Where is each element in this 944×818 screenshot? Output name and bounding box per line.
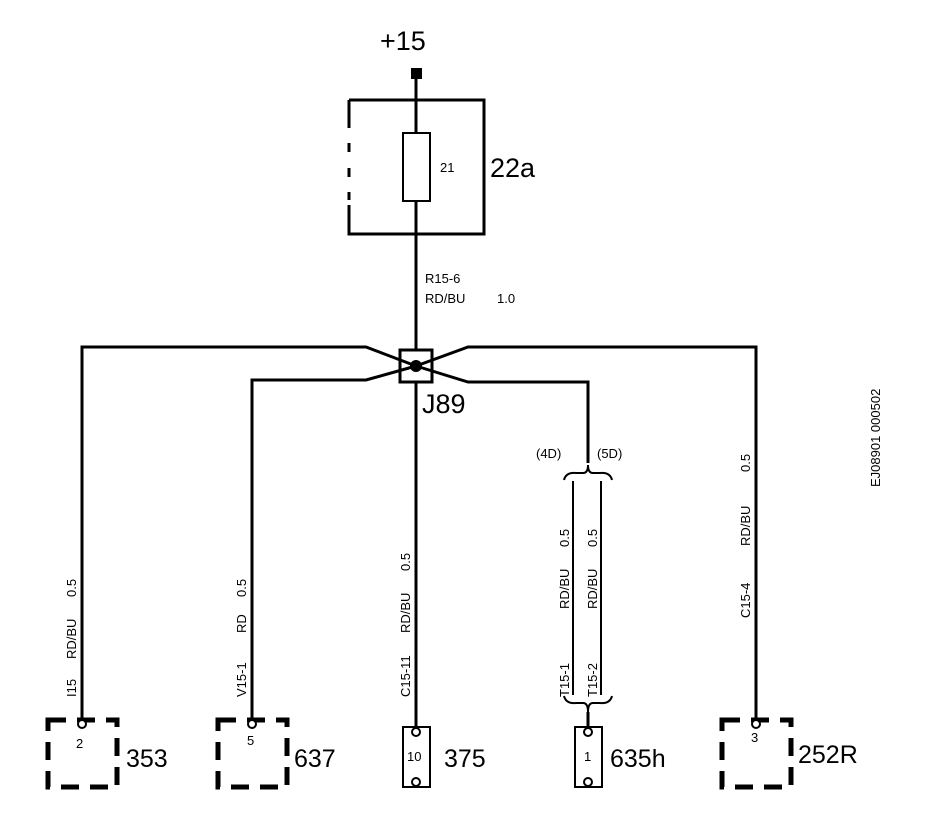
splice-brace-top xyxy=(563,464,613,481)
component-637: 637 xyxy=(294,745,336,773)
svg-text:RD/BU: RD/BU xyxy=(585,569,600,609)
main-wire-size: 1.0 xyxy=(497,291,515,306)
svg-text:0.5: 0.5 xyxy=(398,553,413,571)
drawing-id: EJ08901 000502 xyxy=(868,389,883,487)
wire-v15-1 xyxy=(250,364,417,722)
component-353: 353 xyxy=(126,745,168,773)
junction-label: J89 xyxy=(422,389,466,419)
fuse-symbol xyxy=(402,132,431,202)
component-252r: 252R xyxy=(798,741,858,769)
fuse-box xyxy=(347,98,486,236)
wire-label-i15: I15 RD/BU 0.5 xyxy=(64,579,79,697)
main-wire-color: RD/BU xyxy=(425,291,465,306)
connector-637 xyxy=(215,717,290,790)
component-375: 375 xyxy=(444,745,486,773)
svg-text:RD: RD xyxy=(234,614,249,633)
pin-635h: 1 xyxy=(584,749,591,764)
wire-label-t15-1: T15-1 RD/BU 0.5 xyxy=(557,529,572,697)
svg-text:0.5: 0.5 xyxy=(64,579,79,597)
pin-252r: 3 xyxy=(751,730,758,745)
connector-635h xyxy=(574,726,603,788)
pin-353: 2 xyxy=(76,736,83,751)
splice-label-right: (5D) xyxy=(597,446,622,461)
svg-text:C15-11: C15-11 xyxy=(398,655,413,697)
svg-text:0.5: 0.5 xyxy=(738,454,753,472)
wire-label-v15-1: V15-1 RD 0.5 xyxy=(234,579,249,697)
svg-text:0.5: 0.5 xyxy=(585,529,600,547)
fuse-number: 21 xyxy=(440,160,454,175)
svg-text:RD/BU: RD/BU xyxy=(398,593,413,633)
wire-label-t15-2: T15-2 RD/BU 0.5 xyxy=(585,529,600,697)
svg-text:RD/BU: RD/BU xyxy=(557,569,572,609)
wire-label-c15-4: C15-4 RD/BU 0.5 xyxy=(738,454,753,618)
splice-brace-bottom xyxy=(563,695,613,713)
svg-text:C15-4: C15-4 xyxy=(738,583,753,618)
component-635h: 635h xyxy=(610,745,666,773)
fuse-box-label: 22a xyxy=(490,153,536,183)
svg-text:RD/BU: RD/BU xyxy=(738,506,753,546)
connector-252r xyxy=(719,717,794,790)
pin-637: 5 xyxy=(247,733,254,748)
supply-label: +15 xyxy=(380,26,426,56)
main-wire-id: R15-6 xyxy=(425,271,460,286)
wire-t15-feed xyxy=(415,364,590,463)
supply-terminal xyxy=(411,68,422,79)
svg-text:RD/BU: RD/BU xyxy=(64,619,79,659)
splice-label-left: (4D) xyxy=(536,446,561,461)
connector-353 xyxy=(45,717,120,790)
wire-c15-4 xyxy=(415,345,758,722)
connector-375 xyxy=(402,726,431,788)
svg-text:T15-1: T15-1 xyxy=(557,663,572,697)
wire-label-c15-11: C15-11 RD/BU 0.5 xyxy=(398,553,413,697)
svg-text:0.5: 0.5 xyxy=(234,579,249,597)
wire-i15 xyxy=(80,345,417,722)
svg-text:V15-1: V15-1 xyxy=(234,662,249,697)
pin-375: 10 xyxy=(407,749,421,764)
svg-text:0.5: 0.5 xyxy=(557,529,572,547)
svg-text:T15-2: T15-2 xyxy=(585,663,600,697)
svg-text:I15: I15 xyxy=(64,679,79,697)
